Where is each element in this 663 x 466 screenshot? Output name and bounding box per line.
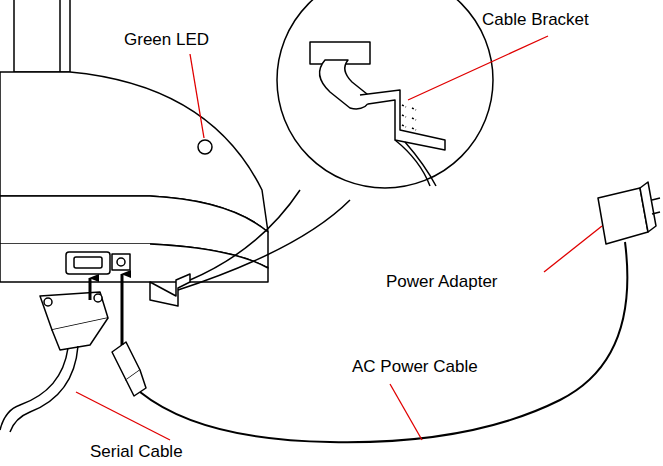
magnifier-tube bbox=[178, 190, 350, 290]
magnified-plug bbox=[320, 60, 372, 109]
part-label: Cable Bracket bbox=[482, 10, 589, 30]
housing-bottom bbox=[0, 244, 268, 282]
dsub-hood bbox=[52, 318, 108, 350]
dc-jack bbox=[112, 254, 130, 270]
tower bbox=[14, 0, 70, 72]
leader-line bbox=[190, 54, 204, 138]
leader-line bbox=[544, 226, 602, 272]
dc-jack-hole bbox=[117, 258, 125, 266]
part-label: Power Adapter bbox=[386, 272, 498, 292]
power-adapter-side bbox=[640, 182, 656, 232]
cable-bracket-small bbox=[150, 274, 190, 306]
dsub-screw bbox=[44, 298, 52, 306]
magnify-circle bbox=[277, 0, 493, 188]
bracket-detail bbox=[402, 105, 416, 130]
part-label: AC Power Cable bbox=[352, 357, 478, 377]
tower-edge bbox=[59, 0, 61, 72]
ac-cable bbox=[140, 242, 627, 442]
leader-line bbox=[408, 36, 548, 100]
part-label: Serial Cable bbox=[90, 442, 183, 462]
power-adapter bbox=[598, 188, 648, 244]
leader-line bbox=[390, 384, 422, 440]
dsub-screw bbox=[94, 294, 102, 302]
leader-line bbox=[76, 392, 170, 440]
serial-port bbox=[66, 252, 110, 274]
serial-port-inner bbox=[74, 257, 102, 268]
insert-arrow bbox=[121, 274, 124, 345]
part-label: Green LED bbox=[124, 30, 209, 50]
insert-arrow bbox=[89, 278, 92, 300]
magnified-cable bbox=[395, 140, 436, 186]
power-plug-body bbox=[126, 370, 146, 396]
adapter-prongs bbox=[652, 198, 660, 214]
magnified-bracket bbox=[360, 90, 445, 150]
serial-cable bbox=[0, 346, 78, 432]
led bbox=[198, 140, 212, 154]
